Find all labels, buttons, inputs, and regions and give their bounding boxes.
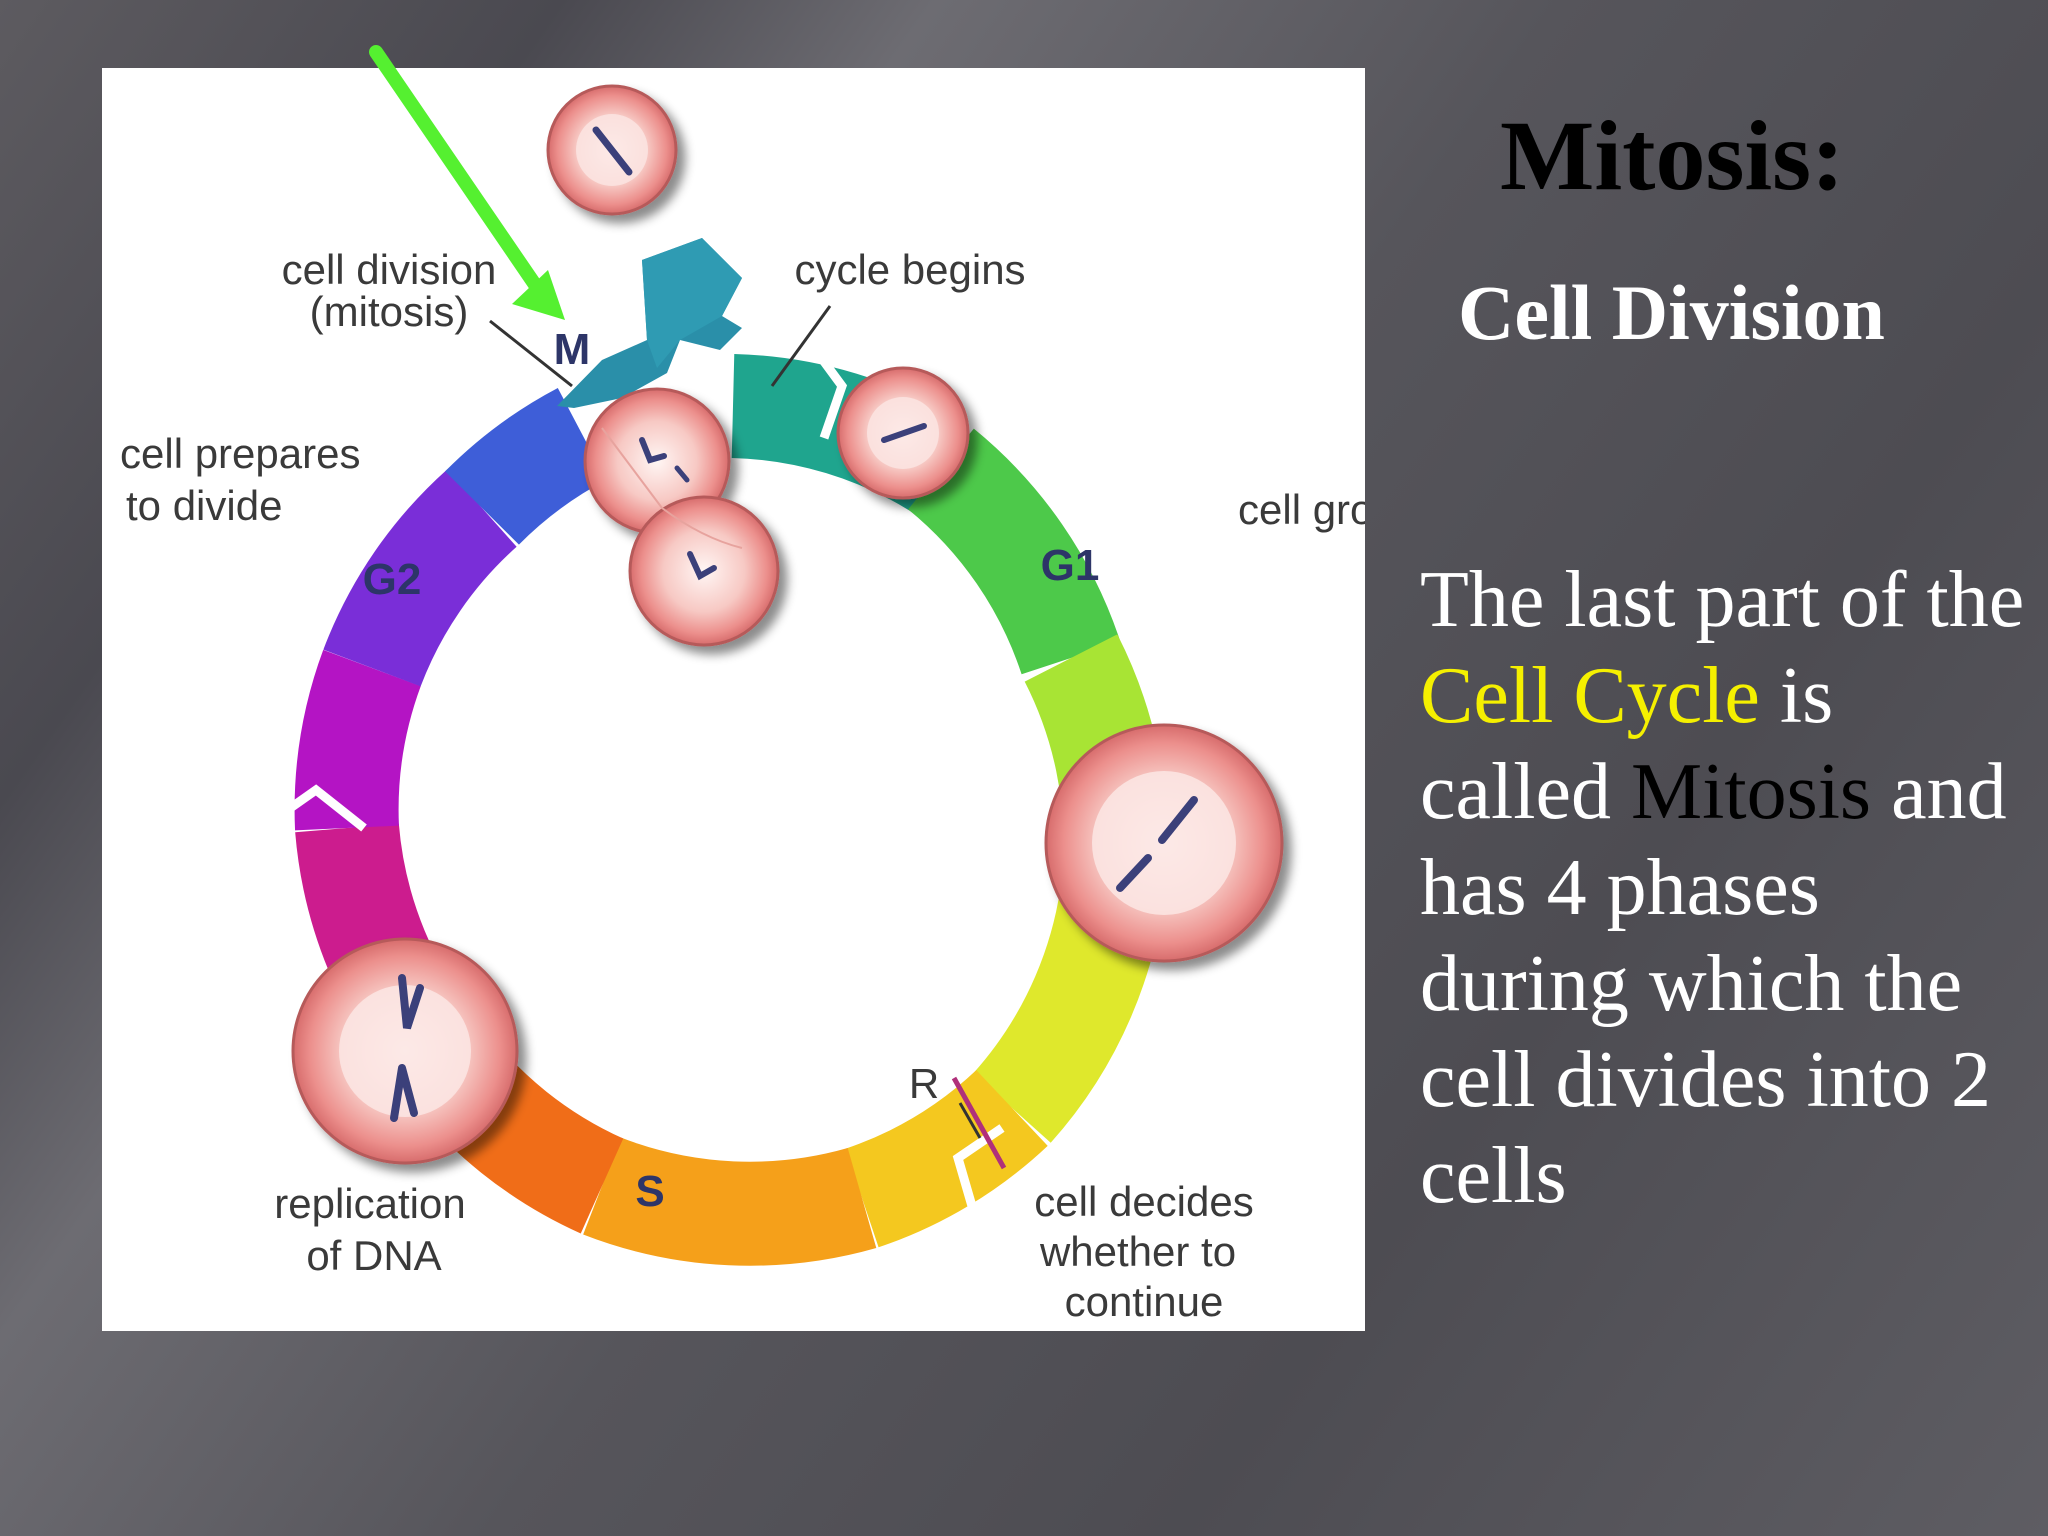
s-arc-1: [844, 1069, 1048, 1248]
g2-arc-4: [445, 387, 607, 546]
pointer-mitosis: [489, 319, 573, 388]
label-decides-line1: cell decides: [1034, 1178, 1253, 1225]
slide-body-text: The last part of the Cell Cycle is calle…: [1420, 552, 2030, 1224]
label-cell-division-line2: (mitosis): [310, 288, 469, 335]
cell-top: [546, 84, 678, 216]
cell-dividing: [583, 387, 780, 647]
body-part1: The last part of the: [1420, 556, 2025, 644]
restriction-point-label: R: [909, 1060, 939, 1107]
cell-cycle-svg: M G1 S G2 R cell division (mitosis) cycl…: [120, 84, 1365, 1325]
g2-arc-2: [294, 649, 422, 831]
body-part2: is called: [1420, 652, 1834, 836]
label-decides-line2: whether to: [1039, 1228, 1236, 1275]
cell-s-phase: [291, 937, 519, 1165]
phase-s-label: S: [635, 1167, 664, 1216]
phase-g1-label: G1: [1041, 541, 1100, 590]
cell-cycle-diagram: M G1 S G2 R cell division (mitosis) cycl…: [102, 68, 1365, 1331]
phase-m-label: M: [554, 325, 591, 374]
r-point-tick: [951, 1076, 1007, 1170]
label-cycle-begins: cycle begins: [794, 246, 1025, 293]
cell-g1-small: [836, 366, 970, 500]
slide-title: Mitosis:: [1500, 100, 1845, 211]
pointer-lines: [489, 305, 982, 1139]
separator-m-g1: [810, 345, 848, 440]
label-decides-line3: continue: [1065, 1278, 1224, 1325]
phase-g2-label: G2: [363, 555, 422, 604]
body-part3: and has 4 phases during which the cell d…: [1420, 748, 2007, 1220]
g1-arc-2: [907, 428, 1121, 676]
cell-g1-large: [1044, 723, 1284, 963]
label-replication-line1: replication: [274, 1180, 465, 1227]
pointer-cycle-begins: [770, 305, 832, 387]
label-cell-division-line1: cell division: [282, 246, 497, 293]
slide-subtitle: Cell Division: [1458, 269, 1885, 356]
label-cell-grows: cell grows: [1238, 486, 1365, 533]
highlight-mitosis: Mitosis: [1630, 748, 1872, 836]
pointer-decides: [958, 1102, 982, 1139]
highlight-cell-cycle: Cell Cycle: [1420, 652, 1760, 740]
m-phase-notch: [642, 238, 742, 368]
label-replication-line2: of DNA: [306, 1232, 441, 1279]
s-arc-2: [583, 1137, 877, 1266]
separator-g2: [259, 784, 367, 832]
label-cell-prepares-line2: to divide: [126, 482, 282, 529]
label-cell-prepares-line1: cell prepares: [120, 430, 360, 477]
g2-arc-3: [323, 469, 518, 688]
